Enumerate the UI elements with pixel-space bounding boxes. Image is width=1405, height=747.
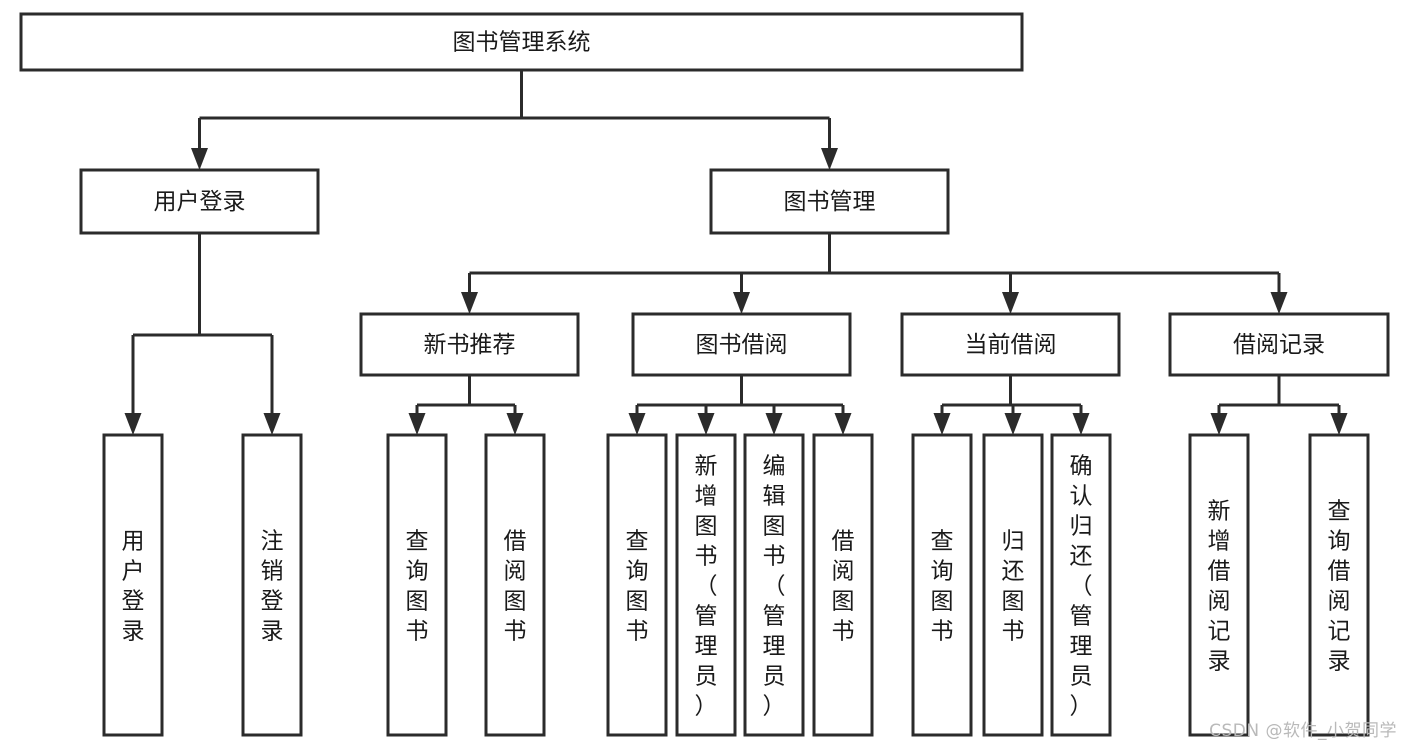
connector-group-user-login (124, 233, 281, 435)
connector-group-root (191, 70, 838, 170)
connector-group-book-manage (461, 233, 1288, 314)
node-box[interactable] (812, 433, 874, 737)
node-leaf-leaf-confirm-return[interactable]: 确认归还（管理员） (1050, 433, 1112, 737)
node-level3-new-book-recommend[interactable]: 新书推荐 (359, 312, 580, 377)
node-box[interactable] (743, 433, 805, 737)
node-label: 新增借阅记录 (1208, 498, 1231, 674)
node-level2-user-login[interactable]: 用户登录 (79, 168, 320, 235)
node-box[interactable] (1168, 312, 1390, 377)
node-leaf-leaf-borrow-book-1[interactable]: 借阅图书 (484, 433, 546, 737)
node-box[interactable] (675, 433, 737, 737)
node-label: 编辑图书（管理员） (763, 453, 786, 719)
node-leaf-leaf-query-book-1[interactable]: 查询图书 (386, 433, 448, 737)
node-label: 图书管理系统 (453, 30, 591, 56)
node-label: 用户登录 (154, 189, 246, 215)
node-box[interactable] (79, 168, 320, 235)
node-box[interactable] (982, 433, 1044, 737)
node-label: 查询图书 (626, 528, 649, 644)
node-label: 新增图书（管理员） (695, 453, 718, 719)
watermark-label: CSDN @软件_小贺同学 (1209, 721, 1397, 741)
node-label: 用户登录 (122, 528, 145, 644)
node-level3-borrow-record[interactable]: 借阅记录 (1168, 312, 1390, 377)
node-box[interactable] (19, 12, 1024, 72)
connectors-layer (124, 70, 1348, 435)
node-leaf-leaf-user-login[interactable]: 用户登录 (102, 433, 164, 737)
node-label: 归还图书 (1002, 528, 1025, 644)
connector-group-book-borrow (628, 375, 852, 435)
node-label: 注销登录 (261, 528, 284, 644)
node-leaf-leaf-borrow-book-2[interactable]: 借阅图书 (812, 433, 874, 737)
node-box[interactable] (1188, 433, 1250, 737)
node-label: 查询图书 (931, 528, 954, 644)
node-leaf-leaf-logout[interactable]: 注销登录 (241, 433, 303, 737)
node-box[interactable] (1308, 433, 1370, 737)
connector-group-new-book-recommend (408, 375, 524, 435)
node-label: 当前借阅 (965, 332, 1057, 358)
node-box[interactable] (911, 433, 973, 737)
node-box[interactable] (386, 433, 448, 737)
node-box[interactable] (359, 312, 580, 377)
node-leaf-leaf-return-book[interactable]: 归还图书 (982, 433, 1044, 737)
node-label: 查询借阅记录 (1328, 498, 1351, 674)
node-label: 借阅图书 (832, 528, 855, 644)
node-label: 借阅图书 (504, 528, 527, 644)
node-label: 图书管理 (784, 189, 876, 215)
node-leaf-leaf-query-book-2[interactable]: 查询图书 (606, 433, 668, 737)
connector-group-borrow-record (1210, 375, 1348, 435)
node-box[interactable] (484, 433, 546, 737)
node-level3-current-borrow[interactable]: 当前借阅 (900, 312, 1121, 377)
nodes-layer: 图书管理系统用户登录图书管理新书推荐图书借阅当前借阅借阅记录用户登录注销登录查询… (19, 12, 1390, 737)
node-label: 确认归还（管理员） (1070, 453, 1093, 719)
node-leaf-leaf-add-record[interactable]: 新增借阅记录 (1188, 433, 1250, 737)
node-level2-book-manage[interactable]: 图书管理 (709, 168, 950, 235)
node-box[interactable] (1050, 433, 1112, 737)
node-leaf-leaf-query-record[interactable]: 查询借阅记录 (1308, 433, 1370, 737)
node-leaf-leaf-query-book-3[interactable]: 查询图书 (911, 433, 973, 737)
node-box[interactable] (241, 433, 303, 737)
node-leaf-leaf-add-book[interactable]: 新增图书（管理员） (675, 433, 737, 737)
node-label: 借阅记录 (1233, 332, 1325, 358)
node-box[interactable] (102, 433, 164, 737)
node-label: 图书借阅 (696, 332, 788, 358)
node-label: 查询图书 (406, 528, 429, 644)
node-box[interactable] (900, 312, 1121, 377)
node-box[interactable] (631, 312, 852, 377)
node-level3-book-borrow[interactable]: 图书借阅 (631, 312, 852, 377)
node-box[interactable] (709, 168, 950, 235)
node-root[interactable]: 图书管理系统 (19, 12, 1024, 72)
node-leaf-leaf-edit-book[interactable]: 编辑图书（管理员） (743, 433, 805, 737)
connector-group-current-borrow (933, 375, 1090, 435)
node-label: 新书推荐 (424, 332, 516, 358)
node-box[interactable] (606, 433, 668, 737)
